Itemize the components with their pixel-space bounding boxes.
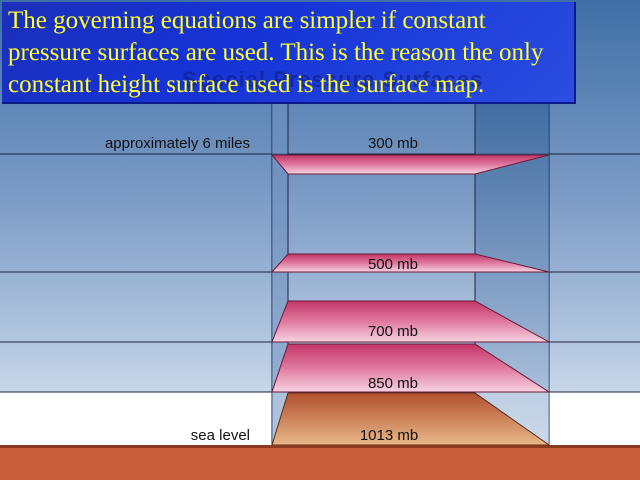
- surface-300mb: [270, 154, 550, 175]
- label-300mb: 300 mb: [368, 135, 418, 152]
- label-height-top: approximately 6 miles: [105, 135, 250, 152]
- ground-strip: [0, 445, 640, 480]
- label-700mb: 700 mb: [368, 323, 418, 340]
- background-title: Special Pressure Surfaces: [182, 67, 484, 92]
- ground-top-edge: [0, 445, 640, 448]
- surface-850mb: [271, 343, 551, 393]
- caption-box: Special Pressure Surfaces The governing …: [2, 2, 576, 104]
- label-sea-level: sea level: [191, 427, 250, 444]
- surface-500mb: [270, 253, 550, 273]
- label-850mb: 850 mb: [368, 375, 418, 392]
- surface-700mb: [271, 300, 551, 343]
- label-500mb: 500 mb: [368, 256, 418, 273]
- label-1013mb: 1013 mb: [360, 427, 418, 444]
- caption-text: The governing equations are simpler if c…: [8, 7, 544, 98]
